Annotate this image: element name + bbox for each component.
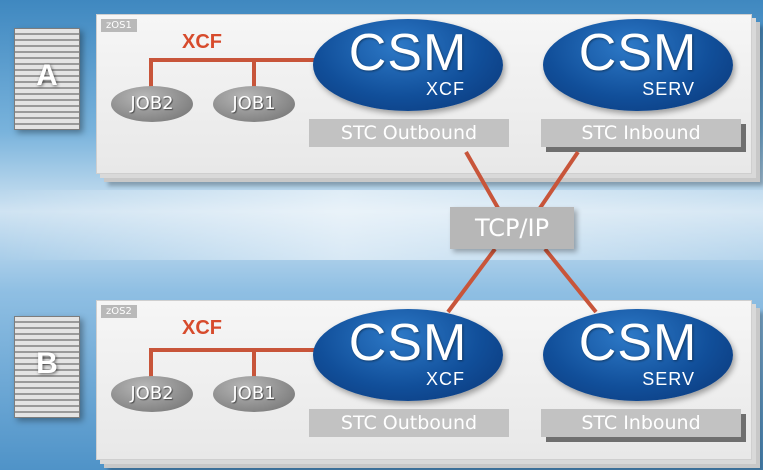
job2-node: JOB2	[111, 86, 193, 122]
job1-node: JOB1	[213, 376, 295, 412]
tcpip-node: TCP/IP	[450, 207, 574, 249]
server-b-icon: B	[14, 316, 80, 418]
background-glow	[0, 190, 763, 260]
csm-title: CSM	[348, 314, 468, 372]
link-tcpip-to-zos2-inbound	[543, 247, 598, 314]
csm-xcf-node: CSM XCF	[313, 19, 503, 111]
csm-title: CSM	[348, 24, 468, 82]
system-label: zOS1	[101, 19, 137, 32]
server-a-label: A	[36, 59, 58, 92]
link-zos1-inbound-to-tcpip	[538, 150, 580, 210]
csm-serv-node: CSM SERV	[543, 309, 733, 401]
xcf-link-job1	[252, 348, 256, 378]
system-label: zOS2	[101, 305, 137, 318]
csm-subtitle: SERV	[642, 79, 695, 99]
job2-node: JOB2	[111, 376, 193, 412]
xcf-label: XCF	[182, 317, 222, 339]
csm-xcf-node: CSM XCF	[313, 309, 503, 401]
csm-title: CSM	[578, 314, 698, 372]
link-zos1-outbound-to-tcpip	[464, 151, 500, 209]
csm-serv-node: CSM SERV	[543, 19, 733, 111]
xcf-link-job2	[149, 348, 153, 378]
link-tcpip-to-zos2-outbound	[446, 247, 497, 314]
stc-inbound-label: STC Inbound	[541, 119, 741, 147]
stc-outbound-label: STC Outbound	[309, 409, 509, 437]
stc-outbound-label: STC Outbound	[309, 119, 509, 147]
xcf-link-job1	[252, 58, 256, 88]
xcf-link-job2	[149, 58, 153, 88]
csm-title: CSM	[578, 24, 698, 82]
xcf-link-horizontal	[149, 58, 319, 62]
system-panel-zos2: zOS2 XCF JOB2 JOB1 CSM XCF CSM SERV STC …	[96, 300, 752, 460]
xcf-label: XCF	[182, 31, 222, 53]
stc-inbound-label: STC Inbound	[541, 409, 741, 437]
system-panel-zos1: zOS1 XCF JOB2 JOB1 CSM XCF CSM SERV STC …	[96, 14, 752, 174]
csm-subtitle: XCF	[426, 369, 465, 389]
csm-subtitle: XCF	[426, 79, 465, 99]
xcf-link-horizontal	[149, 348, 319, 352]
job1-node: JOB1	[213, 86, 295, 122]
server-a-icon: A	[14, 28, 80, 130]
server-b-label: B	[36, 347, 58, 380]
csm-subtitle: SERV	[642, 369, 695, 389]
